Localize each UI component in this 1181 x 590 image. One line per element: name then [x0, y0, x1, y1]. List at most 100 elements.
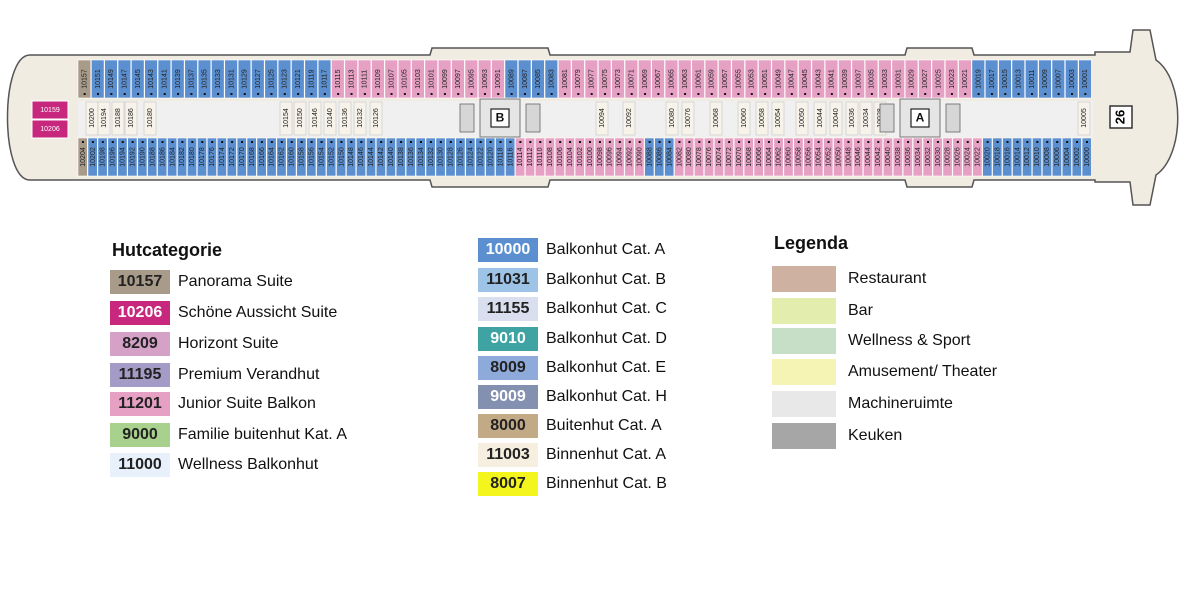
cabin-10034[interactable]	[912, 137, 923, 177]
cabin-10050[interactable]	[833, 137, 844, 177]
cabin-10096[interactable]	[604, 137, 615, 177]
cabin-10027[interactable]	[918, 59, 932, 99]
cabin-10150[interactable]	[336, 137, 347, 177]
cabin-10079[interactable]	[571, 59, 585, 99]
cabin-10031[interactable]	[891, 59, 905, 99]
cabin-10176[interactable]	[206, 137, 217, 177]
cabin-10157[interactable]	[77, 59, 92, 99]
cabin-10127[interactable]	[251, 59, 265, 99]
cabin-10082[interactable]	[674, 137, 685, 177]
inner-cabin-10054[interactable]	[771, 101, 785, 136]
cabin-10147[interactable]	[117, 59, 132, 99]
cabin-10151[interactable]	[91, 59, 105, 99]
cabin-10204[interactable]	[77, 137, 88, 177]
cabin-10006[interactable]	[1051, 137, 1062, 177]
cabin-10159[interactable]	[31, 100, 69, 120]
cabin-10071[interactable]	[624, 59, 639, 99]
cabin-10142[interactable]	[375, 137, 386, 177]
cabin-10099[interactable]	[437, 59, 452, 99]
inner-cabin-10068[interactable]	[709, 101, 723, 136]
cabin-10048[interactable]	[843, 137, 854, 177]
cabin-10134[interactable]	[415, 137, 426, 177]
cabin-10087[interactable]	[517, 59, 532, 99]
inner-cabin-10132[interactable]	[353, 101, 367, 136]
cabin-10063[interactable]	[678, 59, 692, 99]
cabin-10036[interactable]	[902, 137, 913, 177]
cabin-10112[interactable]	[525, 137, 535, 177]
cabin-10172[interactable]	[226, 137, 237, 177]
cabin-10021[interactable]	[958, 59, 972, 99]
cabin-10004[interactable]	[1061, 137, 1072, 177]
cabin-10040[interactable]	[882, 137, 893, 177]
cabin-10095[interactable]	[464, 59, 478, 99]
cabin-10018[interactable]	[992, 137, 1003, 177]
inner-cabin-10146[interactable]	[308, 101, 322, 136]
cabin-10039[interactable]	[838, 59, 852, 99]
cabin-10123[interactable]	[277, 59, 292, 99]
cabin-10062[interactable]	[773, 137, 784, 177]
cabin-10080[interactable]	[684, 137, 695, 177]
cabin-10060[interactable]	[783, 137, 794, 177]
cabin-10061[interactable]	[691, 59, 705, 99]
cabin-10198[interactable]	[97, 137, 108, 177]
cabin-10037[interactable]	[851, 59, 865, 99]
cabin-10098[interactable]	[594, 137, 605, 177]
cabin-10044[interactable]	[863, 137, 873, 177]
cabin-10068[interactable]	[743, 137, 754, 177]
cabin-10104[interactable]	[564, 137, 575, 177]
cabin-10070[interactable]	[733, 137, 744, 177]
cabin-10170[interactable]	[236, 137, 247, 177]
cabin-10114[interactable]	[515, 137, 526, 177]
cabin-10126[interactable]	[455, 137, 466, 177]
inner-cabin-10154[interactable]	[279, 101, 293, 136]
cabin-10120[interactable]	[485, 137, 496, 177]
cabin-10065[interactable]	[664, 59, 679, 99]
cabin-10002[interactable]	[1071, 137, 1082, 177]
cabin-10084[interactable]	[664, 137, 675, 177]
cabin-10030[interactable]	[932, 137, 943, 177]
inner-cabin-10126[interactable]	[369, 101, 383, 136]
cabin-10180[interactable]	[187, 137, 197, 177]
cabin-10015[interactable]	[998, 59, 1012, 99]
cabin-10122[interactable]	[475, 137, 486, 177]
cabin-10042[interactable]	[872, 137, 883, 177]
cabin-10089[interactable]	[504, 59, 518, 99]
cabin-10014[interactable]	[1012, 137, 1023, 177]
cabin-10097[interactable]	[451, 59, 465, 99]
inner-cabin-10188[interactable]	[111, 101, 125, 136]
cabin-10078[interactable]	[694, 137, 704, 177]
inner-cabin-10036[interactable]	[845, 101, 859, 136]
cabin-10130[interactable]	[435, 137, 446, 177]
cabin-10106[interactable]	[554, 137, 565, 177]
cabin-10049[interactable]	[771, 59, 785, 99]
cabin-10124[interactable]	[465, 137, 476, 177]
cabin-10013[interactable]	[1011, 59, 1025, 99]
cabin-10188[interactable]	[147, 137, 158, 177]
cabin-10166[interactable]	[256, 137, 267, 177]
cabin-10113[interactable]	[344, 59, 358, 99]
cabin-10148[interactable]	[346, 137, 357, 177]
cabin-10067[interactable]	[651, 59, 665, 99]
cabin-10075[interactable]	[598, 59, 612, 99]
cabin-10043[interactable]	[811, 59, 825, 99]
cabin-10128[interactable]	[445, 137, 456, 177]
cabin-10190[interactable]	[137, 137, 148, 177]
inner-cabin-10186[interactable]	[124, 101, 138, 136]
inner-cabin-10080[interactable]	[665, 101, 679, 136]
cabin-10010[interactable]	[1032, 137, 1042, 177]
cabin-10110[interactable]	[534, 137, 545, 177]
inner-cabin-10040[interactable]	[829, 101, 843, 136]
cabin-10111[interactable]	[357, 59, 372, 99]
cabin-10077[interactable]	[584, 59, 599, 99]
inner-cabin-10034[interactable]	[859, 101, 873, 136]
cabin-10186[interactable]	[157, 137, 168, 177]
cabin-10194[interactable]	[117, 137, 128, 177]
inner-cabin-10180[interactable]	[143, 101, 157, 136]
cabin-10064[interactable]	[763, 137, 774, 177]
cabin-10054[interactable]	[813, 137, 824, 177]
cabin-10009[interactable]	[1038, 59, 1052, 99]
cabin-10131[interactable]	[224, 59, 238, 99]
cabin-10117[interactable]	[317, 59, 332, 99]
cabin-10008[interactable]	[1041, 137, 1052, 177]
cabin-10003[interactable]	[1065, 59, 1079, 99]
